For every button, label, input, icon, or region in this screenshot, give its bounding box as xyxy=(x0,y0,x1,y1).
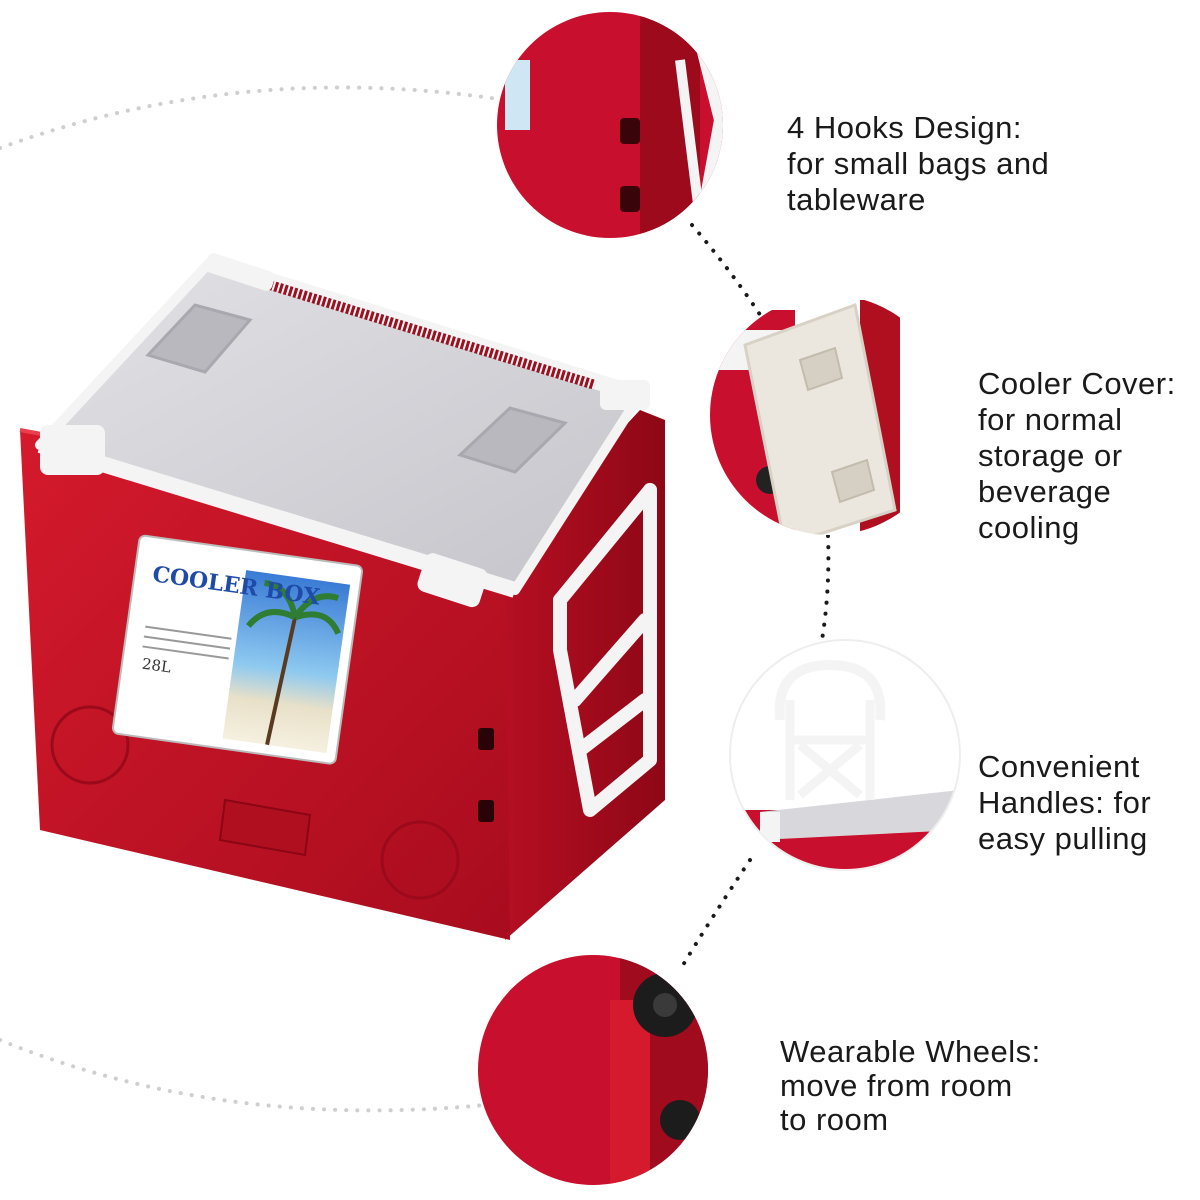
caption-line: move from room xyxy=(780,1068,1013,1103)
arc-hooks-to-cover xyxy=(690,223,772,332)
caption-line: tableware xyxy=(787,182,926,217)
caption-hooks-design: 4 Hooks Design: for small bags and table… xyxy=(787,110,1049,218)
caption-convenient-handles: Convenient Handles: for easy pulling xyxy=(978,749,1151,857)
caption-line: Handles: for xyxy=(978,785,1152,820)
arc-bottom-left-faded xyxy=(0,1038,487,1113)
caption-line: cooling xyxy=(978,510,1080,545)
caption-line: to room xyxy=(780,1102,889,1137)
arc-top-left-faded xyxy=(0,85,507,150)
caption-line: Cooler Cover: xyxy=(978,366,1176,401)
caption-line: beverage xyxy=(978,474,1112,509)
detail-handles-image xyxy=(729,639,961,871)
caption-wearable-wheels: Wearable Wheels: move from room to room xyxy=(780,1035,1041,1137)
caption-line: 4 Hooks Design: xyxy=(787,110,1022,145)
detail-hooks-image xyxy=(497,12,723,238)
caption-line: for normal xyxy=(978,402,1123,437)
caption-line: easy pulling xyxy=(978,821,1148,856)
cooler-label-sticker: COOLER BOX 28L xyxy=(111,534,364,765)
main-cooler: COOLER BOX 28L xyxy=(19,253,665,940)
dotted-connector-arcs xyxy=(0,85,831,1113)
caption-line: storage or xyxy=(978,438,1123,473)
caption-cooler-cover: Cooler Cover: for normal storage or beve… xyxy=(978,366,1176,546)
cooler-side-handle xyxy=(553,483,657,817)
arc-cover-to-handles xyxy=(820,534,831,642)
caption-line: for small bags and xyxy=(787,146,1050,181)
caption-line: Wearable Wheels: xyxy=(780,1034,1041,1069)
detail-wheels-image xyxy=(478,955,708,1185)
caption-line: Convenient xyxy=(978,749,1140,784)
arc-handles-to-wheels xyxy=(678,858,752,972)
label-capacity: 28L xyxy=(141,655,172,677)
detail-cover-image xyxy=(710,295,950,535)
